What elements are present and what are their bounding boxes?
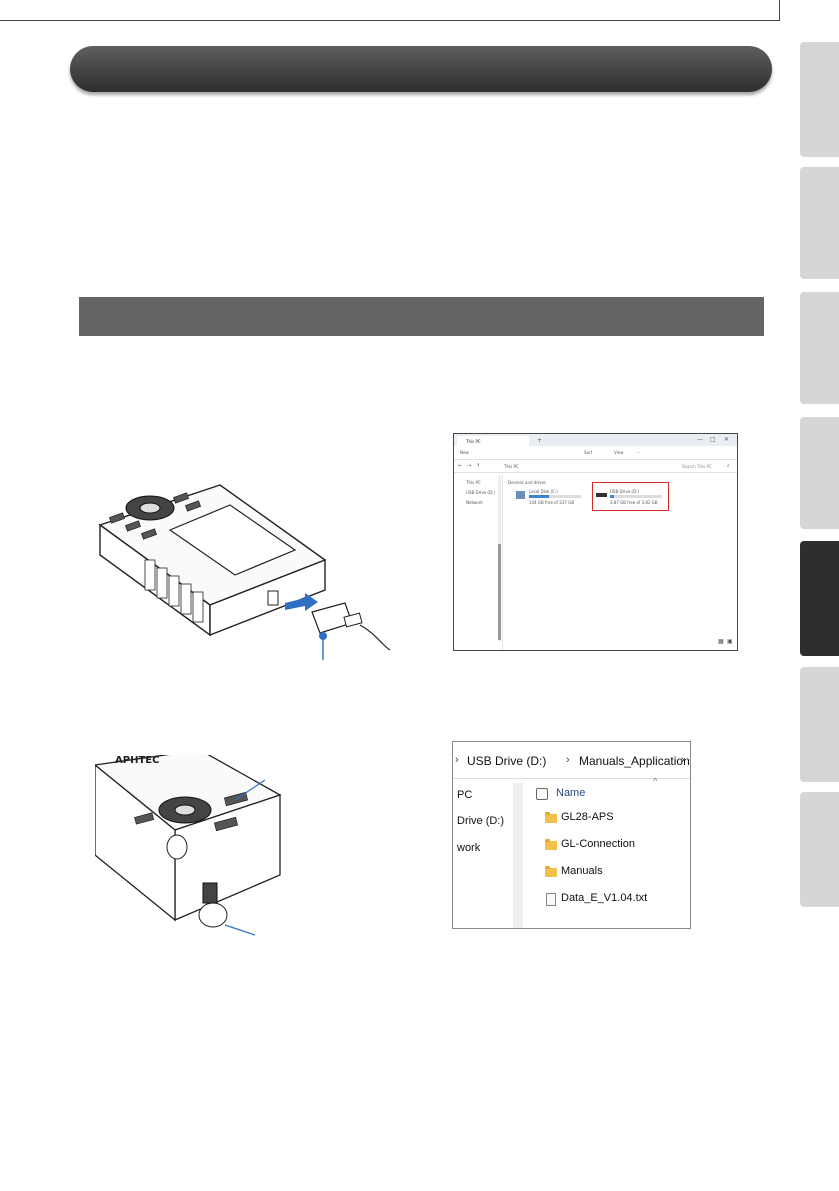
drive-d-usage-bar <box>610 495 662 498</box>
nav-item-this-pc[interactable]: This PC <box>466 480 481 485</box>
drive-c-free-text: 144 GB free of 237 GB <box>529 500 575 505</box>
side-tab-4[interactable] <box>800 417 839 529</box>
chapter-title-bar <box>70 46 772 92</box>
navigation-pane: This PC USB Drive (D:) Network <box>454 474 503 650</box>
drive-c-usage-fill <box>529 495 550 498</box>
file-explorer-window-usb: › USB Drive (D:) › Manuals_Applications … <box>452 741 691 929</box>
tiles-view-icon[interactable]: ▣ <box>727 638 733 645</box>
up-icon[interactable]: ↑ <box>476 463 481 469</box>
file-name: GL-Connection <box>561 838 635 850</box>
local-disk-icon <box>516 491 525 499</box>
nav-scrollbar[interactable] <box>513 783 523 928</box>
breadcrumb-usb-drive[interactable]: USB Drive (D:) <box>467 754 547 768</box>
drive-d-usage-fill <box>610 495 615 498</box>
search-field[interactable]: Search This PC <box>682 464 712 469</box>
select-all-checkbox[interactable] <box>536 788 548 800</box>
explorer-tab[interactable]: This PC <box>457 436 529 446</box>
drive-d-name: USB Drive (D:) <box>610 489 639 494</box>
sort-button[interactable]: Sort <box>584 450 593 455</box>
usb-drive-icon <box>596 493 607 497</box>
list-item[interactable]: Data_E_V1.04.txt <box>543 891 683 907</box>
file-name: Manuals <box>561 865 603 877</box>
section-heading-bar <box>79 297 764 336</box>
side-tab-3[interactable] <box>800 292 839 404</box>
folder-icon <box>545 812 557 823</box>
drive-d-free-text: 3.87 GB free of 3.82 GB <box>610 500 658 505</box>
breadcrumb: › USB Drive (D:) › Manuals_Applications … <box>453 742 690 779</box>
drive-c-name: Local Disk (C:) <box>529 489 558 494</box>
breadcrumb-chevron-icon: › <box>566 754 570 766</box>
nav-item-pc[interactable]: PC <box>457 789 473 801</box>
new-tab-icon[interactable]: + <box>537 437 543 444</box>
view-button[interactable]: View <box>614 450 624 455</box>
drive-tile-c[interactable]: Local Disk (C:) 144 GB free of 237 GB <box>516 489 586 507</box>
breadcrumb-manuals-applications[interactable]: Manuals_Applications <box>579 754 691 768</box>
list-item[interactable]: GL28-APS <box>543 810 683 826</box>
explorer-address-bar: ← → ↑ This PC Search This PC ⌕ <box>454 461 737 473</box>
top-rule-end <box>779 0 780 21</box>
explorer-tab-title: This PC <box>466 439 481 444</box>
navigation-pane: PC Drive (D:) work <box>453 779 513 928</box>
breadcrumb-chevron-icon: › <box>681 754 685 766</box>
folder-icon <box>545 839 557 850</box>
side-tab-5-active[interactable] <box>800 541 839 656</box>
drive-tile-d[interactable]: USB Drive (D:) 3.87 GB free of 3.82 GB <box>596 489 666 507</box>
nav-item-drive-d[interactable]: Drive (D:) <box>457 815 505 827</box>
list-item[interactable]: Manuals <box>543 864 683 880</box>
sort-ascending-icon[interactable]: ^ <box>653 776 658 786</box>
device-usb-connection-illustration <box>98 484 391 660</box>
name-column-header[interactable]: Name <box>556 787 586 799</box>
file-name: Data_E_V1.04.txt <box>561 892 648 904</box>
nav-item-network[interactable]: Network <box>466 500 483 505</box>
list-item[interactable]: GL-Connection <box>543 837 683 853</box>
more-button[interactable]: ··· <box>636 450 640 455</box>
nav-scroll-thumb[interactable] <box>498 544 501 640</box>
text-file-icon <box>546 893 556 906</box>
breadcrumb-chevron-icon: › <box>455 754 459 766</box>
device-button-press-illustration: APHTEC <box>95 755 282 936</box>
address-path[interactable]: This PC <box>504 464 519 469</box>
file-explorer-window-this-pc: This PC + — □ ✕ New Sort View ··· ← → ↑ … <box>453 433 738 651</box>
side-tab-1[interactable] <box>800 42 839 157</box>
explorer-toolbar: New Sort View ··· <box>454 447 737 460</box>
nav-item-usb-drive[interactable]: USB Drive (D:) <box>466 490 495 495</box>
folder-icon <box>545 866 557 877</box>
details-view-icon[interactable]: ▦ <box>718 638 724 645</box>
top-rule <box>0 20 779 21</box>
section-header-devices: Devices and drives <box>508 480 547 485</box>
drive-c-usage-bar <box>529 495 581 498</box>
side-tab-7[interactable] <box>800 792 839 907</box>
forward-icon[interactable]: → <box>467 463 472 469</box>
maximize-icon[interactable]: □ <box>710 436 716 443</box>
side-tab-2[interactable] <box>800 167 839 279</box>
file-name: GL28-APS <box>561 811 614 823</box>
close-icon[interactable]: ✕ <box>724 436 730 443</box>
nav-item-network[interactable]: work <box>457 842 481 854</box>
usb-drive-highlight-box <box>592 482 669 511</box>
device-brand-text: APHTEC <box>115 755 159 766</box>
side-tab-6[interactable] <box>800 667 839 782</box>
new-button[interactable]: New <box>460 450 469 455</box>
search-icon[interactable]: ⌕ <box>727 463 730 469</box>
minimize-icon[interactable]: — <box>697 436 703 443</box>
back-icon[interactable]: ← <box>458 463 463 469</box>
